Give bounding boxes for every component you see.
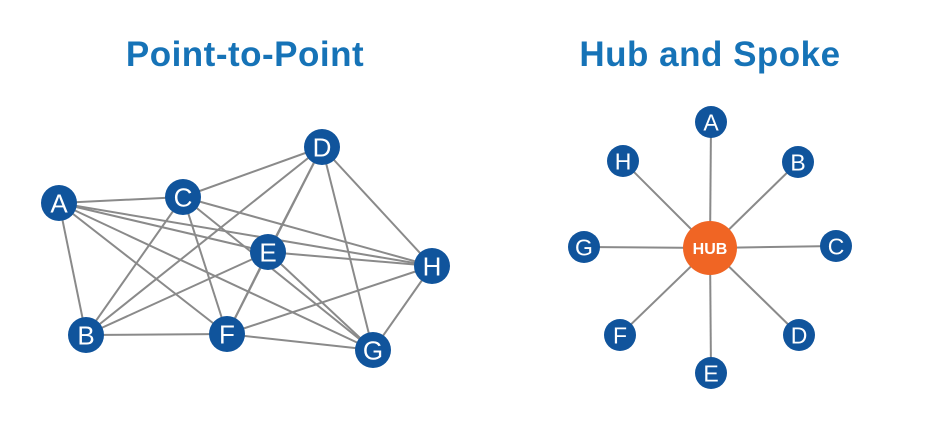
node-label-B: B — [790, 149, 805, 175]
node-G — [355, 332, 391, 368]
edge-C-D — [182, 146, 323, 198]
node-E — [250, 234, 286, 270]
edge-B-E — [85, 251, 269, 336]
node-E — [695, 357, 727, 389]
hub-and-spoke-diagram: HUB A B C D E F G H — [568, 106, 852, 389]
edge-A-B — [58, 202, 87, 336]
edge-C-F — [182, 196, 228, 335]
node-H — [607, 145, 639, 177]
node-G — [568, 231, 600, 263]
edge-F-G — [226, 333, 374, 351]
edge-A-H — [58, 202, 433, 267]
node-label-G: G — [363, 335, 383, 365]
node-label-A: A — [703, 109, 719, 135]
edge-C-H — [182, 196, 433, 267]
node-label-G: G — [575, 234, 593, 260]
node-F — [604, 319, 636, 351]
edge-E-G — [267, 251, 374, 351]
node-A — [41, 185, 77, 221]
node-F — [209, 316, 245, 352]
edge-B-D — [85, 146, 323, 336]
node-B — [68, 317, 104, 353]
edge-B-F — [85, 333, 228, 336]
node-C — [820, 230, 852, 262]
edge-F-H — [226, 265, 433, 335]
node-A — [695, 106, 727, 138]
node-label-D: D — [313, 132, 332, 162]
edge-D-G — [321, 146, 374, 351]
edge-E-H — [267, 251, 433, 267]
point-to-point-title: Point-to-Point — [125, 35, 365, 74]
edge-A-F — [58, 202, 228, 335]
node-D — [783, 319, 815, 351]
edge-D-H — [321, 146, 433, 267]
node-label-H: H — [423, 251, 442, 281]
edge-C-G — [182, 196, 374, 351]
node-label-C: C — [828, 233, 845, 259]
node-label-A: A — [50, 188, 68, 218]
edge-A-E — [58, 202, 269, 253]
node-H — [414, 248, 450, 284]
node-label-F: F — [219, 319, 235, 349]
edge-A-C — [58, 196, 184, 204]
point-to-point-diagram: A B C D E F G H — [41, 129, 450, 368]
node-D — [304, 129, 340, 165]
node-label-C: C — [174, 182, 193, 212]
node-label-H: H — [615, 148, 632, 174]
node-label-E: E — [703, 360, 718, 386]
hub-node — [683, 221, 737, 275]
hub-and-spoke-title: Hub and Spoke — [579, 35, 841, 74]
node-label-E: E — [259, 237, 276, 267]
node-label-B: B — [77, 320, 94, 350]
node-C — [165, 179, 201, 215]
node-label-D: D — [791, 322, 808, 348]
node-label-HUB: HUB — [693, 241, 728, 258]
edge-B-C — [85, 196, 184, 336]
node-B — [782, 146, 814, 178]
node-label-F: F — [613, 322, 627, 348]
